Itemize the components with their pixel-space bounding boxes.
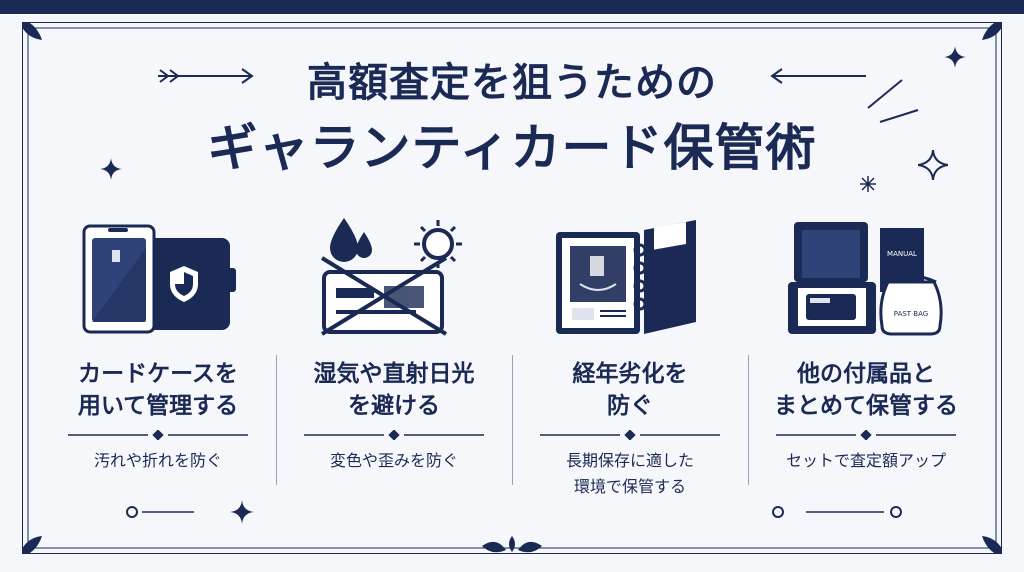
tip-heading-line2: を避ける	[348, 393, 440, 419]
page-title-line2: ギャランティカード保管術	[207, 119, 817, 177]
tip-card-case: カードケースを 用いて管理する 汚れや折れを防ぐ	[40, 218, 276, 498]
box-manual-bag-icon: MANUAL PAST BAG	[788, 222, 943, 336]
tip-heading-line1: 湿気や直射日光	[313, 361, 475, 387]
sparkle-small-icon	[860, 176, 876, 192]
tip-heading: 他の付属品と まとめて保管する	[748, 358, 984, 422]
bottom-ornament-right	[772, 506, 902, 518]
bottom-ornament-left	[126, 500, 254, 524]
tip-heading: 湿気や直射日光 を避ける	[276, 358, 512, 422]
title-arrow-left	[158, 68, 254, 84]
tip-prevent-aging: 経年劣化を 防ぐ 長期保存に適した 環境で保管する	[512, 218, 748, 498]
top-bar	[0, 0, 1024, 14]
binder-album-icon	[556, 220, 696, 334]
tip-heading: カードケースを 用いて管理する	[40, 358, 276, 422]
tip-subtext: セットで査定額アップ	[748, 448, 984, 474]
card-case-shield-icon	[82, 224, 236, 334]
divider	[776, 430, 956, 440]
tip-heading-line2: まとめて保管する	[774, 393, 958, 419]
tip-subtext: 汚れや折れを防ぐ	[40, 448, 276, 474]
bag-label: PAST BAG	[894, 310, 928, 318]
divider	[304, 430, 484, 440]
tip-heading-line1: 経年劣化を	[572, 361, 688, 387]
tip-heading-line2: 防ぐ	[607, 393, 653, 419]
tip-store-together: MANUAL PAST BAG 他の付属品と まとめて保管する セットで査定額ア…	[748, 218, 984, 498]
column-separator	[748, 355, 749, 485]
sparkle-icon	[944, 46, 966, 68]
page-title-line1: 高額査定を狙うための	[307, 60, 717, 106]
divider	[540, 430, 720, 440]
tip-avoid-humidity: 湿気や直射日光 を避ける 変色や歪みを防ぐ	[276, 218, 512, 498]
divider	[68, 430, 248, 440]
tip-heading-line1: 他の付属品と	[797, 361, 935, 387]
column-separator	[512, 355, 513, 485]
spark-lines	[867, 79, 919, 123]
tip-subtext-line2: 環境で保管する	[573, 477, 686, 496]
tip-subtext-line1: 汚れや折れを防ぐ	[93, 451, 222, 470]
tip-subtext: 変色や歪みを防ぐ	[276, 448, 512, 474]
tip-heading: 経年劣化を 防ぐ	[512, 358, 748, 422]
tip-subtext-line1: 長期保存に適した	[565, 451, 694, 470]
water-sun-crossed-card-icon	[320, 218, 462, 336]
column-separator	[276, 355, 277, 485]
tip-heading-line1: カードケースを	[78, 361, 238, 387]
title-arrow-right	[770, 68, 866, 84]
tip-subtext-line1: セットで査定額アップ	[785, 451, 946, 470]
sparkle-icon	[100, 158, 122, 180]
tip-subtext: 長期保存に適した 環境で保管する	[512, 448, 748, 500]
bottom-ornament-center	[482, 536, 542, 553]
tip-heading-line2: 用いて管理する	[77, 393, 239, 419]
tip-subtext-line1: 変色や歪みを防ぐ	[329, 451, 458, 470]
sparkle-icon	[918, 150, 948, 180]
manual-label: MANUAL	[887, 250, 917, 258]
